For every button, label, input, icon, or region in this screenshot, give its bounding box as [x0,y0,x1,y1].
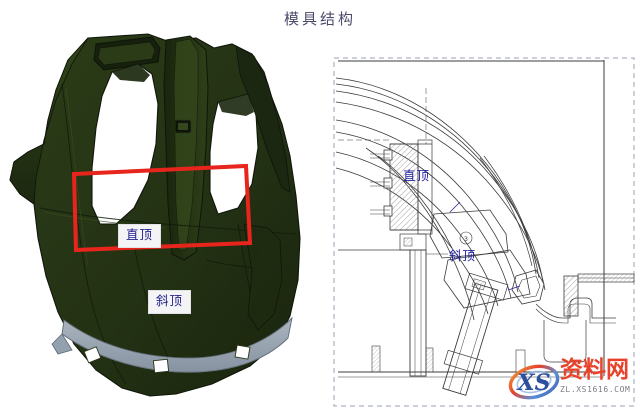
cad-svg: 3 [333,57,635,407]
cad-viewport: 3 直顶 斜顶 [330,28,640,410]
svg-text:XS: XS [516,370,551,396]
model-body [9,33,301,397]
cad-leader-lines [449,201,521,291]
balloon-number: 3 [464,235,468,243]
model-viewport: 直顶 斜顶 [0,28,330,410]
model-svg [9,33,301,397]
label-zhiding-model: 直顶 [118,224,162,248]
watermark-brand: 资料网 [560,357,629,383]
watermark-url: ZL.XS1616.COM [560,385,631,394]
label-zhiding-cad: 直顶 [403,168,431,183]
highlight-rectangle [71,163,253,253]
cad-linework [335,77,635,396]
page-title: 模具结构 [283,10,356,28]
label-xieding-cad: 斜顶 [449,248,477,263]
watermark: XS 资料网 ZL.XS1616.COM [508,356,640,408]
xs-logo-icon: XS [508,364,560,400]
label-xieding-model: 斜顶 [148,290,192,314]
trim-clip [83,344,251,374]
